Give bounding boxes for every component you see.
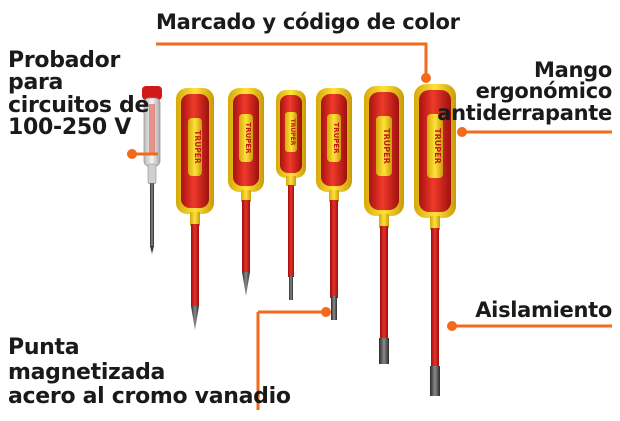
brand-logo: TRUPER [332, 122, 340, 154]
brand-logo: TRUPER [193, 130, 202, 164]
screwdriver-3: TRUPER [276, 90, 306, 300]
brand-logo: TRUPER [244, 122, 252, 154]
insulation-label: Aislamiento [475, 298, 612, 322]
tip-label: Punta magnetizada acero al cromo vanadio [8, 335, 291, 410]
callout-lines [132, 42, 612, 410]
callout-dots [127, 73, 467, 331]
brand-logo: TRUPER [382, 128, 391, 164]
screwdriver-1: TRUPER [176, 88, 214, 330]
tester-label: Probador para circuitos de 100-250 V [8, 48, 168, 141]
tester-label-line: 100-250 V [8, 115, 131, 141]
tip-label-line: Punta [8, 335, 80, 360]
tester-label-line: Probador [8, 48, 120, 73]
callout-marking [156, 42, 428, 76]
grip-label-line: ergonómico [475, 79, 613, 104]
screwdriver-6: TRUPER [414, 84, 456, 396]
grip-label-line: antiderrapante [437, 100, 612, 125]
screwdriver-5: TRUPER [364, 86, 404, 364]
tester-label-line: para [8, 70, 64, 96]
voltage-tester [142, 86, 162, 254]
grip-label-line: Mango [534, 58, 612, 82]
grip-label: Mango ergonómico antiderrapante [437, 58, 613, 125]
screwdriver-2: TRUPER [228, 88, 264, 296]
tester-label-line: circuitos de [8, 92, 150, 118]
marking-label: Marcado y código de color [156, 10, 460, 34]
screwdriver-4: TRUPER [316, 88, 352, 320]
tip-label-line: magnetizada [8, 359, 166, 385]
brand-logo: TRUPER [289, 119, 296, 146]
brand-logo: TRUPER [433, 128, 442, 164]
tip-label-line: acero al cromo vanadio [8, 384, 291, 410]
